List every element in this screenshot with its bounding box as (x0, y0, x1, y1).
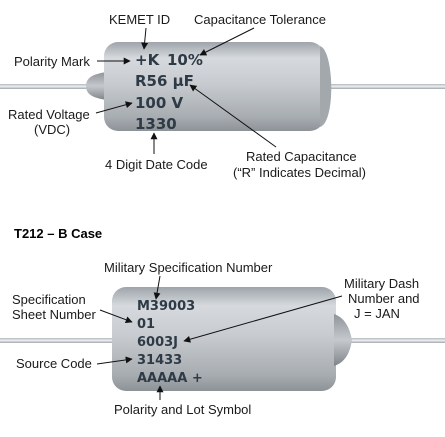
label-polarity-mark: Polarity Mark (14, 54, 90, 69)
label-rated-capacitance-line2: (“R” Indicates Decimal) (233, 165, 366, 180)
top-marking-polarity-id: +K (135, 51, 161, 69)
arrow-spec-sheet (99, 309, 133, 324)
top-left-lead (0, 84, 100, 89)
section-heading: T212 – B Case (14, 226, 102, 241)
label-kemet-id: KEMET ID (109, 12, 170, 27)
bottom-left-lead (0, 338, 115, 343)
arrow-capacitance-tolerance (199, 27, 255, 56)
label-date-code: 4 Digit Date Code (105, 157, 208, 172)
bottom-marking-source: 31433 (137, 353, 182, 368)
bottom-marking-dash: 6003J (137, 335, 178, 350)
top-marking-capacitance: R56 µF (135, 72, 194, 90)
label-capacitance-tolerance: Capacitance Tolerance (194, 12, 326, 27)
top-marking-date-code: 1330 (135, 115, 177, 133)
label-mil-spec-number: Military Specification Number (104, 260, 273, 275)
bottom-marking-mil-spec: M39003 (137, 299, 195, 314)
arrow-kemet-id (141, 27, 149, 50)
label-military-dash-line1: Military Dash (344, 276, 419, 291)
top-marking-voltage: 100 V (135, 94, 184, 112)
label-polarity-lot: Polarity and Lot Symbol (114, 402, 251, 417)
top-callouts: KEMET ID Capacitance Tolerance Polarity … (8, 12, 366, 180)
arrow-mil-spec-number (153, 275, 161, 300)
top-capacitor: +K 10% R56 µF 100 V 1330 (0, 42, 445, 133)
label-rated-voltage-line2: (VDC) (34, 122, 70, 137)
bottom-callouts: Military Specification Number Military D… (12, 260, 420, 417)
arrow-rated-capacitance (189, 84, 277, 148)
bottom-right-lead (340, 338, 445, 343)
top-capacitor-body (104, 42, 324, 131)
label-rated-voltage-line1: Rated Voltage (8, 107, 90, 122)
arrow-rated-voltage (95, 101, 133, 114)
bottom-right-end-cap (334, 314, 352, 366)
bottom-marking-lot: AAAAA + (137, 371, 203, 386)
top-right-end-cap (320, 46, 332, 127)
top-right-lead (318, 84, 445, 89)
bottom-capacitor-body (112, 287, 336, 391)
label-spec-sheet-line2: Sheet Number (12, 307, 96, 322)
bottom-capacitor: M39003 01 6003J 31433 AAAAA + (0, 287, 445, 391)
label-source-code: Source Code (16, 356, 92, 371)
label-military-dash-line3: J = JAN (354, 306, 400, 321)
label-rated-capacitance-line1: Rated Capacitance (246, 149, 357, 164)
arrow-source-code (96, 356, 133, 365)
arrow-military-dash (183, 295, 343, 343)
top-marking-tolerance: 10% (167, 51, 203, 69)
top-left-end-cap (86, 72, 106, 100)
label-military-dash-line2: Number and (348, 291, 420, 306)
bottom-marking-sheet: 01 (137, 317, 155, 332)
label-spec-sheet-line1: Specification (12, 292, 86, 307)
